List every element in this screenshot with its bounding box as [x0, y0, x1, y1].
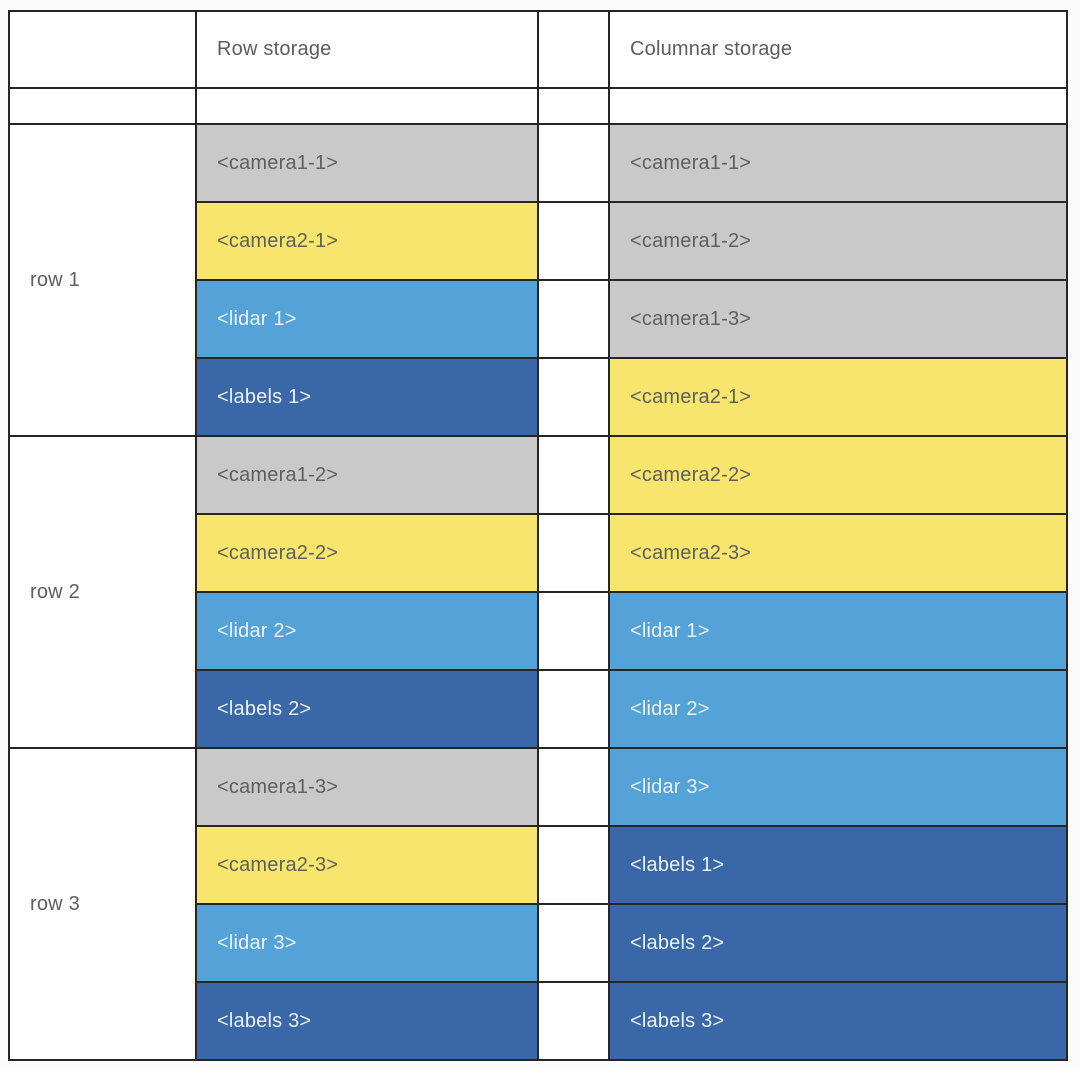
spacer-cell: [539, 983, 608, 1059]
row-storage-cell-labels-1: <labels 1>: [197, 359, 537, 435]
spacer-row-cell: [10, 89, 195, 123]
row-group-label-1: row 1: [10, 125, 195, 435]
spacer-cell: [539, 203, 608, 279]
columnar-storage-cell-camera2-2: <camera2-2>: [610, 437, 1066, 513]
row-group-label-3: row 3: [10, 749, 195, 1059]
spacer-cell: [539, 593, 608, 669]
spacer-cell: [539, 125, 608, 201]
columnar-storage-cell-labels-1: <labels 1>: [610, 827, 1066, 903]
spacer-cell: [539, 359, 608, 435]
header-spacer-cell: [539, 12, 608, 87]
row-storage-cell-lidar-1: <lidar 1>: [197, 281, 537, 357]
spacer-row-cell: [610, 89, 1066, 123]
row-storage-cell-labels-2: <labels 2>: [197, 671, 537, 747]
columnar-storage-cell-labels-2: <labels 2>: [610, 905, 1066, 981]
columnar-storage-cell-lidar-2: <lidar 2>: [610, 671, 1066, 747]
spacer-cell: [539, 905, 608, 981]
row-storage-cell-camera1-1: <camera1-1>: [197, 125, 537, 201]
spacer-cell: [539, 281, 608, 357]
row-storage-cell-camera2-1: <camera2-1>: [197, 203, 537, 279]
row-storage-cell-lidar-2: <lidar 2>: [197, 593, 537, 669]
columnar-storage-cell-labels-3: <labels 3>: [610, 983, 1066, 1059]
columnar-storage-cell-camera1-3: <camera1-3>: [610, 281, 1066, 357]
columnar-storage-cell-camera1-2: <camera1-2>: [610, 203, 1066, 279]
columnar-storage-cell-lidar-3: <lidar 3>: [610, 749, 1066, 825]
row-group-label-2: row 2: [10, 437, 195, 747]
spacer-cell: [539, 671, 608, 747]
storage-comparison-table: Row storage Columnar storage row 1 <came…: [8, 10, 1068, 1061]
spacer-cell: [539, 749, 608, 825]
spacer-row-cell: [197, 89, 537, 123]
spacer-cell: [539, 515, 608, 591]
columnar-storage-cell-lidar-1: <lidar 1>: [610, 593, 1066, 669]
row-storage-cell-camera2-3: <camera2-3>: [197, 827, 537, 903]
row-storage-cell-labels-3: <labels 3>: [197, 983, 537, 1059]
spacer-cell: [539, 827, 608, 903]
row-storage-header: Row storage: [197, 12, 537, 87]
corner-cell: [10, 12, 195, 87]
row-storage-cell-camera1-2: <camera1-2>: [197, 437, 537, 513]
columnar-storage-cell-camera1-1: <camera1-1>: [610, 125, 1066, 201]
row-storage-cell-camera1-3: <camera1-3>: [197, 749, 537, 825]
row-storage-cell-lidar-3: <lidar 3>: [197, 905, 537, 981]
row-storage-cell-camera2-2: <camera2-2>: [197, 515, 537, 591]
spacer-cell: [539, 437, 608, 513]
spacer-row-cell: [539, 89, 608, 123]
columnar-storage-cell-camera2-3: <camera2-3>: [610, 515, 1066, 591]
columnar-storage-header: Columnar storage: [610, 12, 1066, 87]
columnar-storage-cell-camera2-1: <camera2-1>: [610, 359, 1066, 435]
